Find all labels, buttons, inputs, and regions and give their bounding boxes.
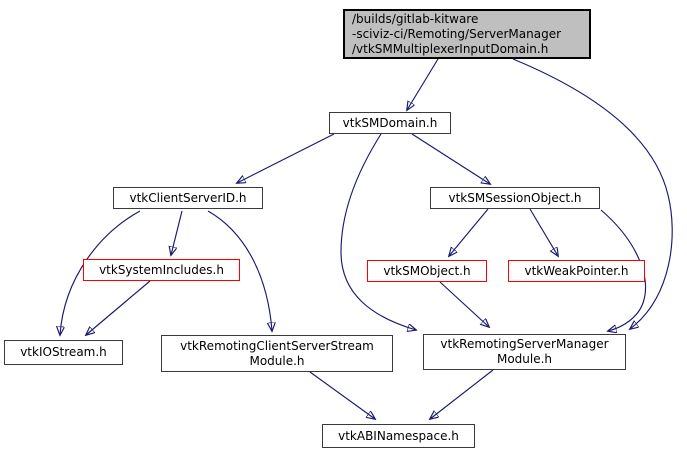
edge-vtkClientServerID-to-vtkRemotingClientServerStreamModule — [207, 210, 272, 331]
edge-main-to-vtkSMDomain — [407, 58, 439, 110]
node-vtkSMObject[interactable]: vtkSMObject.h — [367, 260, 487, 282]
node-vtkSMDomain[interactable]: vtkSMDomain.h — [329, 112, 451, 134]
edge-vtkSMSessionObject-to-vtkSMObject — [449, 208, 489, 256]
edge-vtkRemotingServerManagerModule-to-vtkABINamespace — [430, 369, 494, 419]
node-vtkRemotingClientServerStreamModule[interactable]: vtkRemotingClientServerStream Module.h — [161, 335, 393, 372]
edge-vtkSMDomain-to-vtkClientServerID — [237, 133, 335, 183]
edge-vtkSystemIncludes-to-vtkIOStream — [86, 280, 151, 335]
edge-vtkSMDomain-to-vtkSMSessionObject — [411, 133, 490, 184]
edge-vtkSMDomain-to-vtkRemotingServerManagerModule — [340, 133, 416, 330]
edge-main-to-vtkRemotingServerManagerModule — [512, 58, 673, 329]
edge-vtkSMObject-to-vtkRemotingServerManagerModule — [439, 281, 489, 327]
node-vtkSMMultiplexerInputDomain: /builds/gitlab-kitware -sciviz-ci/Remoti… — [343, 9, 591, 59]
node-vtkIOStream[interactable]: vtkIOStream.h — [4, 340, 123, 365]
edge-vtkRemotingClientServerStreamModule-to-vtkABINamespace — [309, 371, 375, 419]
node-vtkWeakPointer[interactable]: vtkWeakPointer.h — [508, 260, 645, 282]
edge-vtkSMSessionObject-to-vtkRemotingServerManagerModule — [600, 209, 647, 331]
node-vtkABINamespace[interactable]: vtkABINamespace.h — [322, 424, 475, 448]
node-vtkRemotingServerManagerModule[interactable]: vtkRemotingServerManager Module.h — [423, 334, 626, 370]
node-vtkSMSessionObject[interactable]: vtkSMSessionObject.h — [430, 187, 600, 209]
edge-vtkSMSessionObject-to-vtkWeakPointer — [529, 208, 558, 256]
node-vtkSystemIncludes[interactable]: vtkSystemIncludes.h — [83, 259, 240, 281]
edge-vtkClientServerID-to-vtkSystemIncludes — [171, 210, 183, 255]
node-vtkClientServerID[interactable]: vtkClientServerID.h — [113, 187, 263, 209]
